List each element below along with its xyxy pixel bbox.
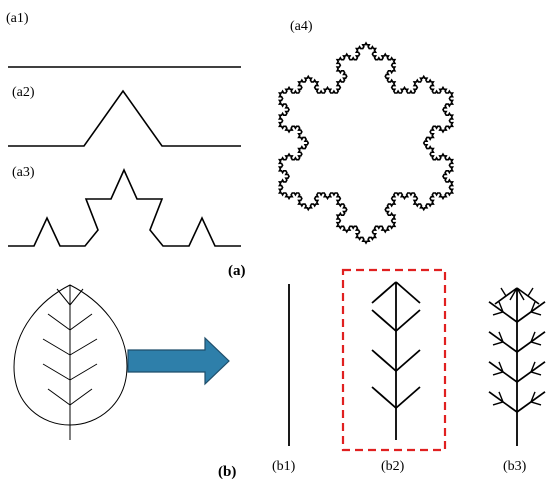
label-a4: (a4) — [290, 19, 313, 34]
branch-iteration-2 — [488, 287, 546, 446]
label-a2: (a2) — [12, 85, 35, 100]
koch-curve-iteration-2 — [8, 168, 241, 247]
highlight-box — [341, 268, 447, 452]
label-b1: (b1) — [272, 459, 296, 474]
label-b2: (b2) — [381, 459, 405, 474]
right-arrow — [127, 336, 230, 386]
panel-label-b: (b) — [218, 464, 236, 480]
koch-snowflake — [278, 41, 454, 245]
label-a1: (a1) — [6, 11, 29, 26]
label-a3: (a3) — [12, 165, 35, 180]
leaf-drawing — [13, 284, 128, 440]
koch-curve-iteration-1 — [8, 89, 241, 147]
branch-iteration-1 — [371, 281, 421, 440]
panel-label-a: (a) — [228, 263, 246, 279]
label-b3: (b3) — [503, 459, 527, 474]
